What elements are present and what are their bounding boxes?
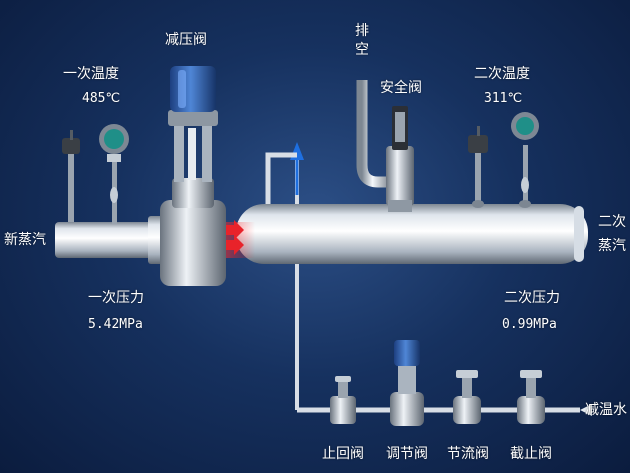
throttle-valve bbox=[453, 370, 481, 424]
label-secondary-temperature: 二次温度 bbox=[474, 66, 530, 82]
label-fresh-steam: 新蒸汽 bbox=[4, 232, 46, 248]
stop-valve bbox=[517, 370, 545, 424]
value-secondary-temperature: 311℃ bbox=[484, 91, 523, 106]
outlet-header-pipe bbox=[236, 204, 588, 264]
label-check-valve: 止回阀 bbox=[322, 446, 364, 462]
label-primary-temperature: 一次温度 bbox=[63, 66, 119, 82]
label-reducing-valve: 减压阀 bbox=[165, 32, 207, 48]
water-inlet-arrow-icon bbox=[580, 404, 592, 416]
label-safety-valve: 安全阀 bbox=[380, 80, 422, 96]
label-desuperheating-water: 减温水 bbox=[585, 402, 627, 418]
vent-pipe bbox=[356, 80, 392, 188]
label-vent: 排空 bbox=[355, 23, 369, 58]
value-primary-temperature: 485℃ bbox=[82, 91, 121, 106]
safety-valve bbox=[386, 106, 414, 212]
value-secondary-pressure: 0.99MPa bbox=[502, 317, 557, 332]
primary-temperature-transmitter bbox=[99, 124, 129, 224]
primary-thermometer bbox=[62, 130, 80, 222]
check-valve bbox=[330, 376, 356, 424]
label-secondary-pressure: 二次压力 bbox=[504, 290, 560, 306]
actuator-icon bbox=[170, 66, 216, 112]
secondary-thermometer bbox=[468, 126, 488, 208]
value-primary-pressure: 5.42MPa bbox=[88, 317, 143, 332]
label-stop-valve: 截止阀 bbox=[510, 446, 552, 462]
label-secondary-steam-line2: 蒸汽 bbox=[598, 238, 626, 254]
water-injection-line bbox=[290, 142, 580, 413]
label-regulating-valve: 调节阀 bbox=[386, 446, 428, 462]
pressure-reducing-valve bbox=[160, 66, 226, 286]
inlet-pipe bbox=[55, 222, 177, 258]
actuator-icon bbox=[394, 340, 420, 366]
label-secondary-steam-line1: 二次 bbox=[598, 214, 626, 230]
regulating-valve bbox=[390, 340, 424, 426]
label-primary-pressure: 一次压力 bbox=[88, 290, 144, 306]
label-throttle-valve: 节流阀 bbox=[447, 446, 489, 462]
secondary-temperature-transmitter bbox=[511, 112, 539, 208]
